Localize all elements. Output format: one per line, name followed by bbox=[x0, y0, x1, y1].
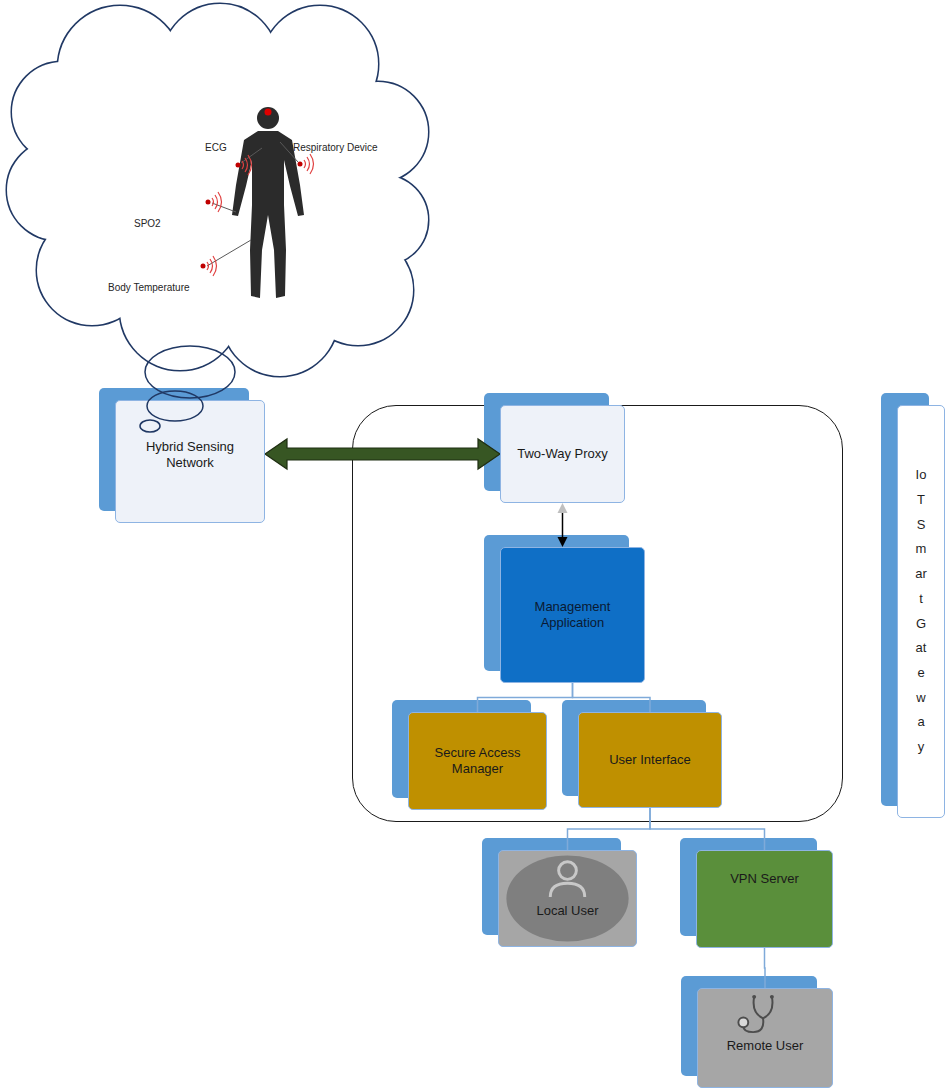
connector bbox=[478, 683, 573, 712]
human-figure bbox=[232, 107, 304, 298]
cloud-illustration bbox=[0, 0, 440, 400]
tree-line bbox=[764, 948, 766, 988]
sensor-leads bbox=[207, 142, 298, 266]
sensing-network-box: Hybrid Sensing Network bbox=[115, 400, 265, 523]
node-label: Secure Access Manager bbox=[415, 745, 540, 778]
connector bbox=[650, 808, 765, 850]
arrow-line bbox=[562, 512, 564, 538]
node-label: Management Application bbox=[507, 599, 638, 632]
sensor-label: Body Temperature bbox=[108, 282, 190, 294]
tree-line bbox=[568, 808, 651, 850]
arrow-head bbox=[558, 537, 568, 547]
connector bbox=[573, 683, 651, 712]
node-label: IoT Smart Gateway bbox=[915, 463, 928, 759]
sensor-label: ECG bbox=[205, 142, 227, 154]
arrow-head bbox=[558, 503, 568, 513]
node-label: Remote User bbox=[727, 1038, 804, 1054]
access-manager-box: Secure Access Manager bbox=[408, 712, 547, 810]
user-icon bbox=[499, 851, 636, 946]
connector bbox=[265, 439, 500, 469]
management-box: Management Application bbox=[500, 547, 645, 683]
node-label: Hybrid Sensing Network bbox=[122, 439, 258, 472]
vpn-server-box: VPN Server bbox=[696, 850, 833, 948]
bubble bbox=[145, 346, 235, 398]
connector bbox=[764, 948, 766, 988]
node-label: Local User bbox=[536, 903, 598, 919]
proxy-box: Two-Way Proxy bbox=[500, 405, 625, 503]
local-user-box: Local User bbox=[498, 850, 637, 947]
sensor-icons bbox=[201, 154, 314, 276]
sensor-label: Respiratory Device bbox=[293, 142, 377, 154]
cloud-fill bbox=[7, 4, 428, 376]
remote-user-box: Remote User bbox=[697, 988, 833, 1088]
tree-line bbox=[478, 683, 573, 712]
node-label: Two-Way Proxy bbox=[517, 446, 608, 462]
connector bbox=[568, 808, 651, 850]
sensor-label: SPO2 bbox=[134, 218, 161, 230]
cloud-outline bbox=[7, 4, 428, 376]
tree-line bbox=[573, 683, 651, 712]
tree-line bbox=[650, 808, 765, 850]
user-interface-box: User Interface bbox=[578, 712, 722, 808]
double-arrow bbox=[265, 439, 500, 469]
node-label: User Interface bbox=[609, 752, 691, 768]
node-label: VPN Server bbox=[730, 871, 799, 887]
connector bbox=[558, 503, 568, 547]
gateway-label-box: IoT Smart Gateway bbox=[897, 405, 945, 818]
